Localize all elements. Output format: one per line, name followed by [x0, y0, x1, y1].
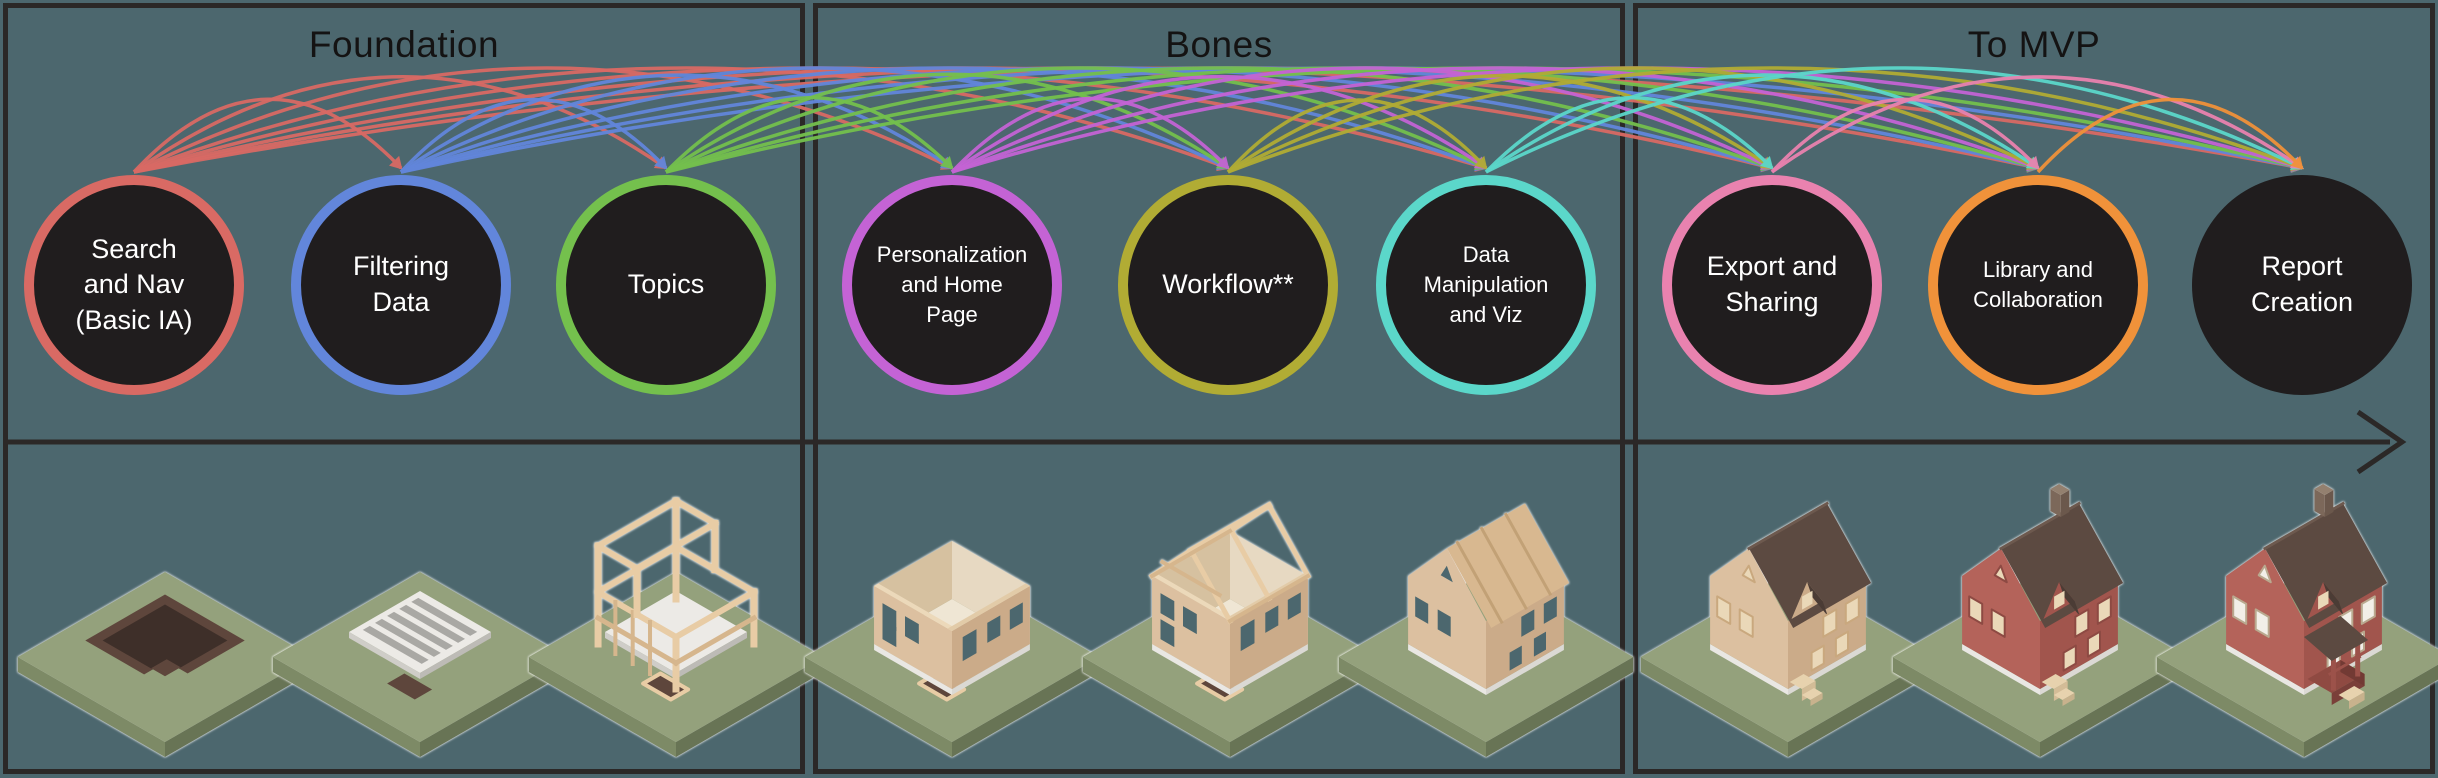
- house-roofed-house: Roofed house: [1640, 501, 1936, 757]
- node-label-topics: Topics: [627, 269, 705, 300]
- house-framed-walls: Framed walls, open top: [804, 541, 1100, 757]
- section-title-to-mvp: To MVP: [1967, 24, 2101, 65]
- section-box-bones: Bones: [813, 3, 1625, 774]
- node-workflow: Workflow**: [1118, 175, 1338, 395]
- house-foundation-slab: Foundation slab with joists: [272, 572, 568, 757]
- section-title-bones: Bones: [1165, 24, 1273, 65]
- section-box-to-mvp: To MVP: [1633, 3, 2435, 774]
- house-painted-house: Painted house: [1892, 484, 2188, 757]
- house-roof-framing: Roof framing: [1082, 501, 1378, 757]
- house-finished-house: Finished house with porch: [2156, 484, 2438, 757]
- house-excavated-plot: Excavated plot: [17, 572, 313, 757]
- node-label-workflow: Workflow**: [1162, 269, 1294, 300]
- house-sheathed-shell: Sheathed shell: [1338, 503, 1634, 757]
- section-box-foundation: Foundation: [3, 3, 805, 774]
- node-topics: Topics: [556, 175, 776, 395]
- house-structural-frame: Post and beam frame: [528, 496, 824, 757]
- section-title-foundation: Foundation: [308, 24, 500, 65]
